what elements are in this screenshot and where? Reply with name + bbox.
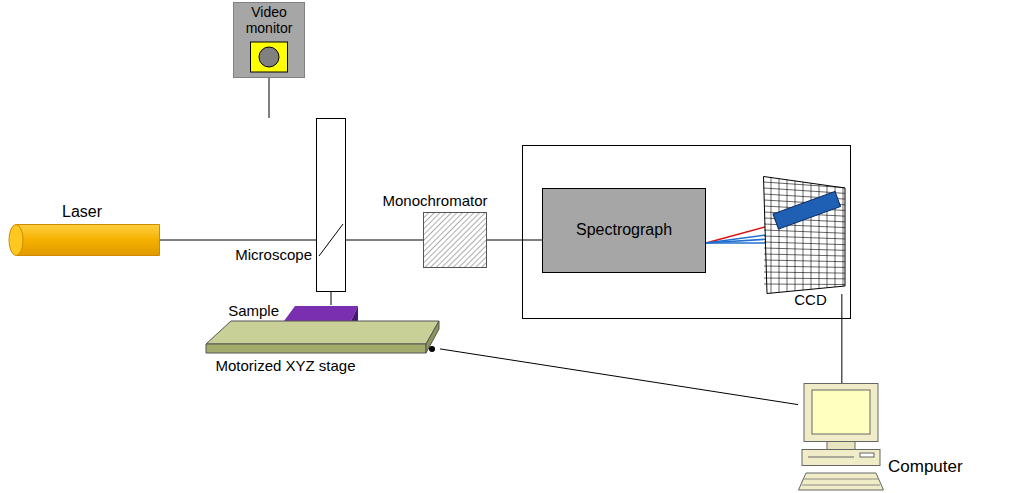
- node-label: Laser: [62, 203, 102, 221]
- video-monitor: Video monitor: [233, 2, 305, 78]
- node-label: Spectrograph: [576, 221, 672, 239]
- connector-line: [841, 294, 842, 383]
- monochromator-shape: [423, 212, 487, 268]
- connector-line: [487, 240, 542, 241]
- connector-line: [331, 292, 332, 305]
- ccd-detector-shape: [763, 176, 846, 294]
- label-holder: Spectrograph: [576, 221, 672, 239]
- node-label: Computer: [888, 457, 963, 477]
- node-label: Microscope: [235, 246, 312, 263]
- connector-line: [440, 349, 798, 405]
- ccd-detector: CCD: [763, 176, 846, 294]
- computer-shape: [798, 383, 884, 491]
- label-holder: CCD: [794, 291, 827, 308]
- spectrograph: Spectrograph: [542, 188, 706, 273]
- label-holder: Monochromator: [382, 192, 487, 209]
- microscope-shape: [316, 118, 346, 292]
- node-label: Video monitor: [236, 4, 302, 36]
- computer: Computer: [798, 383, 884, 491]
- monochromator: Monochromator: [423, 212, 487, 268]
- node-label: CCD: [794, 291, 827, 308]
- label-holder: Motorized XYZ stage: [215, 357, 355, 374]
- node-label: Sample: [228, 302, 279, 319]
- connector-line: [346, 240, 423, 241]
- microscope: Microscope: [316, 118, 346, 292]
- laser-source: Laser: [8, 224, 160, 256]
- instrument-housing: [523, 146, 851, 319]
- laser-source-shape: [8, 224, 160, 256]
- node-label: Motorized XYZ stage: [215, 357, 355, 374]
- node-label: Monochromator: [382, 192, 487, 209]
- connector-line: [269, 78, 270, 118]
- connector-line: [160, 240, 316, 241]
- xyz-stage-shape: [205, 320, 440, 354]
- label-holder: Sample: [228, 302, 279, 319]
- label-holder: Computer: [888, 457, 963, 477]
- xyz-stage: Motorized XYZ stage: [205, 320, 440, 354]
- label-holder: Laser: [62, 203, 102, 221]
- label-holder: Microscope: [235, 246, 312, 263]
- label-holder: Video monitor: [236, 4, 302, 36]
